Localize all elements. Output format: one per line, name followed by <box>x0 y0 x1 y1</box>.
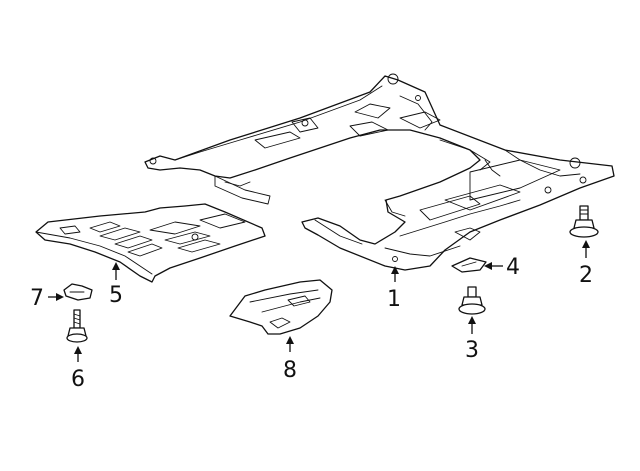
callout-5: 5 <box>109 283 123 308</box>
callout-labels: 1 2 3 4 5 6 7 8 <box>30 255 593 392</box>
callout-1: 1 <box>387 287 401 312</box>
part-2-bolt[interactable] <box>569 205 599 238</box>
callout-2: 2 <box>579 263 593 288</box>
callout-4: 4 <box>506 255 520 280</box>
leader-arrows <box>48 240 590 362</box>
callout-7: 7 <box>30 286 44 311</box>
part-1-subframe[interactable] <box>144 73 615 271</box>
callout-6: 6 <box>71 367 85 392</box>
part-4-clip[interactable] <box>451 257 487 273</box>
part-8-center-shield[interactable] <box>229 279 333 335</box>
part-6-bolt[interactable] <box>66 309 88 343</box>
callout-8: 8 <box>283 358 297 383</box>
callout-3: 3 <box>465 338 479 363</box>
part-7-clip[interactable] <box>63 283 93 301</box>
part-3-bolt[interactable] <box>458 286 486 315</box>
part-5-left-shield[interactable] <box>35 203 266 283</box>
